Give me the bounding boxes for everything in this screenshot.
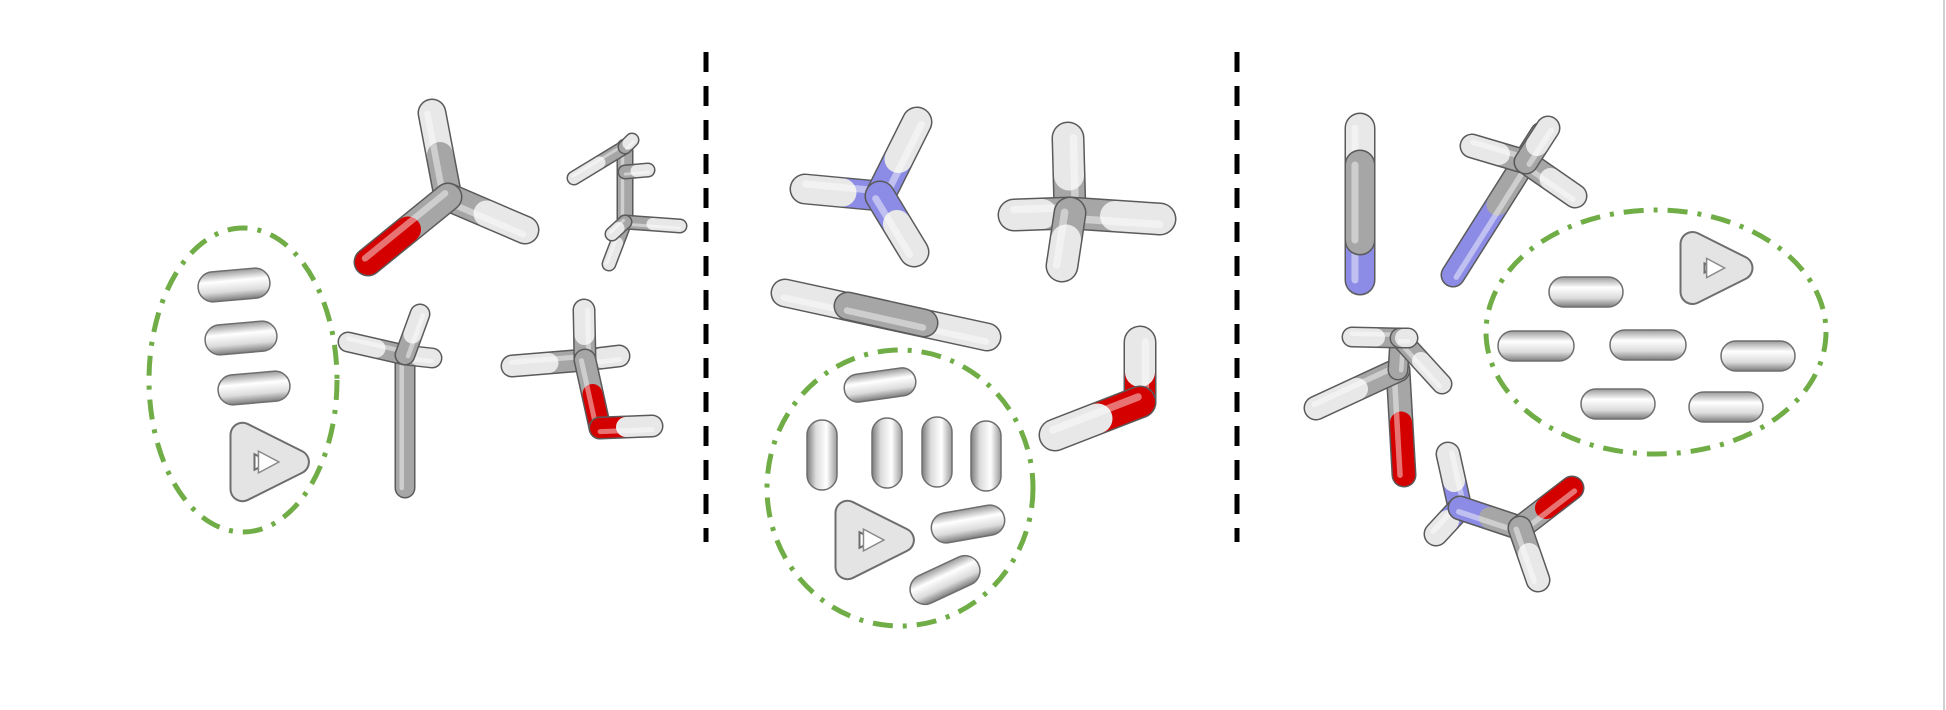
ethane-molecule-top-bond-3-half-2 (630, 164, 654, 177)
acetonitrile-molecule-bond-3-highlight (1526, 127, 1555, 167)
acetaldehyde-molecule-bond-0-highlight (424, 110, 447, 202)
methanol-molecule-bond-1-half-2 (592, 346, 629, 368)
acetaldehyde-molecule-panel-3-bond-0-highlight (1391, 367, 1403, 478)
acetylene-molecule-bond-1-highlight (843, 307, 927, 331)
ethane-molecule-top-bond-5-highlight (623, 222, 682, 230)
methane-molecule (997, 121, 1177, 283)
acetonitrile-molecule-bond-3-half-2 (1526, 117, 1559, 156)
ethane-molecule-top (566, 132, 688, 272)
ammonia-molecule-bond-1-half-2 (884, 108, 931, 173)
methane-molecule-bond-3-half-2 (1047, 224, 1081, 281)
acetonitrile-molecule-bond-2-half-2 (1539, 168, 1586, 207)
water-molecule-bond-1-highlight (1049, 393, 1142, 434)
methanol-molecule-bond-0-highlight (509, 353, 588, 365)
ethane-molecule-bottom-bond-3-half-2 (403, 305, 429, 344)
cluster-rod (204, 320, 278, 356)
ethane-molecule-top-bond-3-highlight (623, 170, 650, 176)
acetaldehyde-molecule-bond-1-highlight (442, 198, 527, 238)
cluster-triangle-hole (862, 527, 886, 553)
cluster-outline-panel-1 (146, 225, 340, 535)
cluster-triangle (836, 501, 913, 579)
methanol-molecule-bond-3-highlight (578, 358, 599, 432)
methane-molecule-bond-0-half-2 (1053, 123, 1084, 191)
acetaldehyde-molecule (353, 98, 540, 277)
methanol-molecule-bond-4-highlight (597, 427, 655, 435)
acetaldehyde-molecule-panel-3 (1303, 326, 1453, 488)
ethane-molecule-top-bond-6-half-2 (606, 222, 625, 240)
cluster-rod (1497, 330, 1575, 362)
cluster-rod (1580, 388, 1656, 420)
hydrogen-cyanide-molecule (1344, 112, 1376, 296)
cluster-triangle (1681, 233, 1752, 303)
cluster-rod (806, 419, 838, 491)
ammonia-molecule-bond-2-half-2 (883, 210, 928, 266)
water-molecule (1038, 325, 1157, 452)
cluster-rods (197, 267, 1796, 606)
ammonia-molecule (789, 106, 933, 268)
methanol-molecule-bond-2-half-2 (574, 300, 595, 345)
cluster-triangle-hole (257, 449, 281, 475)
ethane-molecule-top-bond-1-half-2 (568, 156, 606, 184)
formamide-molecule-bond-4-half-2 (1518, 543, 1549, 591)
cluster-rod (909, 554, 981, 606)
methanol-molecule (500, 298, 664, 440)
ethane-molecule-top-bond-6-highlight (609, 218, 626, 234)
formamide-molecule-bond-3-half-2 (1535, 477, 1583, 519)
ammonia-molecule-bond-0-half-2 (791, 175, 857, 207)
cluster-rod (871, 417, 903, 489)
methanol-molecule-bond-4-half-2 (616, 416, 662, 437)
acetylene-molecule (770, 278, 1002, 352)
ethane-molecule-top-bond-5-half-2 (646, 218, 686, 232)
ethane-molecule-bottom-bond-3-highlight (405, 312, 426, 359)
cluster-rod (921, 416, 953, 488)
acetylene-molecule-bond-1-half-2 (873, 301, 937, 336)
acetonitrile-molecule (1440, 115, 1588, 288)
formamide-molecule-bond-0-half-2 (1437, 443, 1465, 492)
methane-molecule-bond-3-highlight (1052, 208, 1069, 269)
cluster-triangles (229, 231, 1754, 581)
acetonitrile-molecule-bond-1-half-2 (1461, 135, 1510, 165)
ethane-molecule-bottom-bond-2-half-2 (409, 347, 441, 367)
methane-molecule-bond-2-half-2 (1100, 201, 1175, 234)
ethane-molecule-top-bond-4-half-2 (603, 237, 623, 270)
methanol-molecule-bond-0-half-2 (502, 353, 559, 376)
acetaldehyde-molecule-panel-3-bond-1-highlight (1311, 363, 1400, 408)
cluster-rod (1688, 391, 1764, 423)
acetaldehyde-molecule-panel-3-bond-4-half-2 (1343, 328, 1385, 347)
acetaldehyde-molecule-bond-2-highlight (361, 190, 449, 262)
ammonia-molecule-bond-2-highlight (872, 195, 914, 259)
cluster-triangle (231, 423, 308, 501)
formamide-molecule-bond-1-half-2 (1425, 510, 1459, 545)
water-molecule-bond-1-half-2 (1040, 403, 1113, 450)
acetaldehyde-molecule-bond-2-half-2 (355, 216, 421, 275)
methane-molecule-bond-1-half-2 (999, 199, 1057, 230)
ethane-molecule-top-bond-2-half-2 (622, 134, 638, 150)
cluster-rod (197, 267, 271, 303)
molecule-bonds (337, 98, 1588, 593)
cluster-triangle-hole (1705, 257, 1727, 279)
acetonitrile-molecule-bond-0-half-1 (1442, 193, 1509, 286)
ethane-molecule-bottom-bond-1-half-2 (339, 333, 386, 358)
cluster-rod (843, 367, 917, 403)
cluster-rod (970, 420, 1002, 492)
cluster-rod (217, 370, 291, 406)
cluster-rod (1548, 276, 1624, 308)
cluster-outline-panel-2 (764, 347, 1036, 629)
acetaldehyde-molecule-panel-3-bond-1-half-2 (1305, 378, 1368, 419)
formamide-molecule-bond-4-highlight (1513, 526, 1538, 585)
cluster-rod (930, 504, 1006, 544)
ethane-molecule-top-bond-1-highlight (571, 143, 626, 178)
formamide-molecule (1423, 441, 1585, 593)
cluster-outline-panel-3 (1483, 207, 1829, 457)
acetaldehyde-molecule-bond-1-half-2 (473, 200, 538, 243)
cluster-rod (1609, 329, 1687, 361)
acetaldehyde-molecule-panel-3-bond-3-half-2 (1412, 352, 1451, 393)
ethane-molecule-top-bond-2-highlight (625, 140, 636, 151)
cluster-rod (1720, 340, 1796, 372)
ethane-molecule-bottom (337, 303, 443, 499)
acetaldehyde-molecule-panel-3-bond-0-half-2 (1390, 411, 1415, 486)
